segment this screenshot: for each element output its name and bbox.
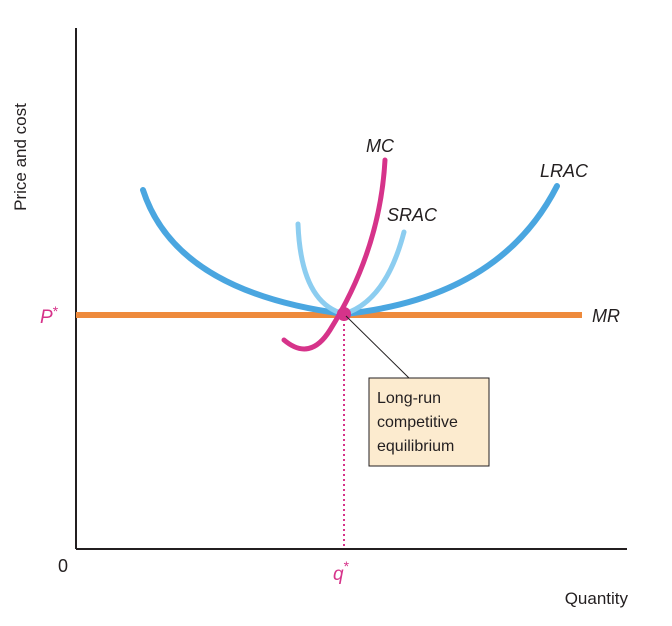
lrac-label: LRAC <box>540 161 589 181</box>
srac-curve <box>295 221 407 317</box>
annotation-leader <box>345 315 410 379</box>
mc-curve <box>281 157 388 352</box>
mc-label: MC <box>366 136 395 156</box>
y-axis-label: Price and cost <box>11 103 30 211</box>
q-star-label: q* <box>333 558 350 585</box>
annotation-line-3: equilibrium <box>377 438 454 455</box>
origin-label: 0 <box>58 556 68 576</box>
annotation-line-2: competitive <box>377 414 458 431</box>
srac-label: SRAC <box>387 205 438 225</box>
q-star-letter: q <box>333 564 344 585</box>
p-star-asterisk: * <box>53 303 59 319</box>
p-star-letter: P <box>40 307 53 328</box>
mr-label: MR <box>592 306 620 326</box>
annotation-box <box>368 377 490 467</box>
x-axis-label: Quantity <box>565 589 629 608</box>
annotation-line-1: Long-run <box>377 390 441 407</box>
q-star-asterisk: * <box>344 558 350 574</box>
p-star-label: P* <box>40 303 59 328</box>
